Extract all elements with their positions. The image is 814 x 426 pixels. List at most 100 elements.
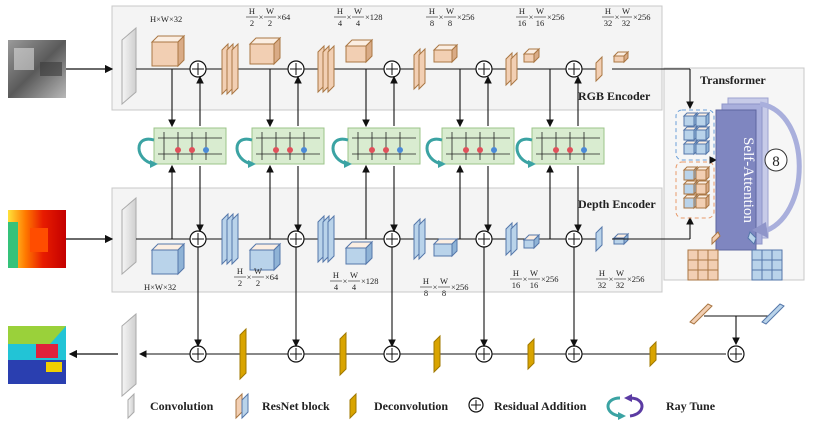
depth-residual-add-5 xyxy=(565,230,583,248)
depth-input-image xyxy=(8,210,66,268)
rgb-stage-cube-2 xyxy=(344,38,374,64)
depth-dim-times: × xyxy=(343,276,348,286)
decoder-residual-add-4 xyxy=(475,345,493,363)
depth-conv-block xyxy=(121,196,137,276)
decoder-residual-add-5 xyxy=(565,345,583,363)
depth-dim-times: × xyxy=(609,274,614,284)
rgb-stage-cube-3-front xyxy=(433,49,453,63)
transformer-depth-output-cube xyxy=(751,249,783,281)
raytune-box xyxy=(251,127,325,165)
segmentation-output-image xyxy=(8,326,66,384)
depth-output-cell xyxy=(751,259,763,271)
rgb-output-cell xyxy=(707,259,719,271)
depth-stage-cube-3-front xyxy=(433,243,453,257)
raytune-node xyxy=(491,147,497,153)
rgb-stage-cube-4 xyxy=(522,47,541,64)
repeat-count: 8 xyxy=(772,154,780,170)
rgb-dim-frac-part: H xyxy=(249,6,255,16)
depth-dim-frac-part: 4 xyxy=(352,282,357,292)
legend-resnet-swatch xyxy=(235,392,243,420)
rgb-output-cell xyxy=(687,249,699,261)
token-group-top xyxy=(675,109,715,161)
raytune-module-2 xyxy=(235,69,325,239)
depth-dim-frac-part: 2 xyxy=(238,278,242,288)
rgb-dim-channels: ×128 xyxy=(365,12,383,22)
rgb-dim-frac-part: W xyxy=(266,6,274,16)
rgb-resnet-block-2-plate xyxy=(327,44,335,94)
legend: Convolution ResNet block Deconvolution R… xyxy=(127,392,716,420)
repeat-arc xyxy=(759,101,802,235)
rgb-residual-add-2 xyxy=(287,60,305,78)
raytune-arc xyxy=(425,137,443,166)
raytune-node xyxy=(463,147,469,153)
deconv-block-2-plate xyxy=(339,331,347,377)
depth-resnet-block-1-plate xyxy=(231,212,239,266)
rgb-resnet-block-3 xyxy=(413,47,426,91)
rgb-dim-times: × xyxy=(259,12,264,22)
depth-dim-frac-part: 32 xyxy=(598,280,607,290)
raytune-arc xyxy=(515,137,533,166)
depth-dim-frac-part: H xyxy=(599,268,605,278)
depth-dim-frac-part: H xyxy=(333,270,339,280)
raytune-arc xyxy=(235,137,253,166)
rgb-output-cell xyxy=(707,269,719,281)
rgb-output-cell xyxy=(697,249,709,261)
raytune-node xyxy=(397,147,403,153)
token-10 xyxy=(694,179,711,196)
rgb-dim-frac-part: W xyxy=(536,6,544,16)
fused-feature-rgb xyxy=(689,303,713,325)
depth-dim-frac-part: H xyxy=(513,268,519,278)
depth-stage-cube-4 xyxy=(522,233,541,250)
depth-resnet-block-4-plate xyxy=(510,221,518,257)
rgb-encoder-label: RGB Encoder xyxy=(578,89,651,103)
raytune-box xyxy=(531,127,605,165)
depth-dim-frac-part: 32 xyxy=(616,280,625,290)
rgb-dim-frac-part: 16 xyxy=(518,18,527,28)
depth-resnet-block-2-plate xyxy=(327,214,335,264)
token-1 xyxy=(682,111,699,128)
rgb-dim-frac-part: H xyxy=(429,6,435,16)
deconv-block-4-plate xyxy=(527,337,535,371)
rgb-out-arrow xyxy=(711,231,721,246)
rgb-resnet-block-5 xyxy=(595,55,603,83)
rgb-dim-frac-part: W xyxy=(622,6,630,16)
rgb-residual-add-4 xyxy=(475,60,493,78)
decoder-residual-add-2 xyxy=(287,345,305,363)
depth-dim-channels: ×256 xyxy=(451,282,469,292)
depth-dim-times: × xyxy=(433,282,438,292)
self-attention-label: Self-Attention xyxy=(740,137,756,223)
deconv-block-1-plate xyxy=(239,327,247,381)
raytune-box xyxy=(347,127,421,165)
legend-residual: Residual Addition xyxy=(494,399,587,413)
token-1-front xyxy=(683,115,695,127)
rgb-stage-cube-4-front xyxy=(523,53,535,63)
raytune-arc xyxy=(137,137,155,166)
legend-raytune-icon xyxy=(606,394,644,420)
depth-dim-frac-part: W xyxy=(530,268,538,278)
raytune-node xyxy=(553,147,559,153)
depth-output-cell xyxy=(751,249,763,261)
rgb-stage-cube-5-front xyxy=(613,55,625,63)
raytune-node xyxy=(273,147,279,153)
depth-stage-cube-1-front xyxy=(249,249,275,271)
legend-conv-swatch xyxy=(127,392,135,420)
rgb-output-cell xyxy=(697,259,709,271)
depth-dim-frac-part: H xyxy=(423,276,429,286)
raytune-arc xyxy=(331,137,349,166)
rgb-dim-frac-part: 4 xyxy=(338,18,343,28)
depth-stage-cube-2 xyxy=(344,240,374,266)
depth-residual-add-2 xyxy=(287,230,305,248)
depth-dim-times: × xyxy=(247,272,252,282)
rgb-resnet-block-2 xyxy=(317,44,335,94)
token-group-bottom xyxy=(675,161,715,219)
deconv-block-3 xyxy=(433,334,441,374)
rgb-stage-cube-1-front xyxy=(249,43,275,65)
depth-dim-frac-part: W xyxy=(440,276,448,286)
depth-dim-frac-part: 16 xyxy=(512,280,521,290)
depth-stage-cube-5-front xyxy=(613,237,625,245)
token-9-front xyxy=(683,183,695,195)
